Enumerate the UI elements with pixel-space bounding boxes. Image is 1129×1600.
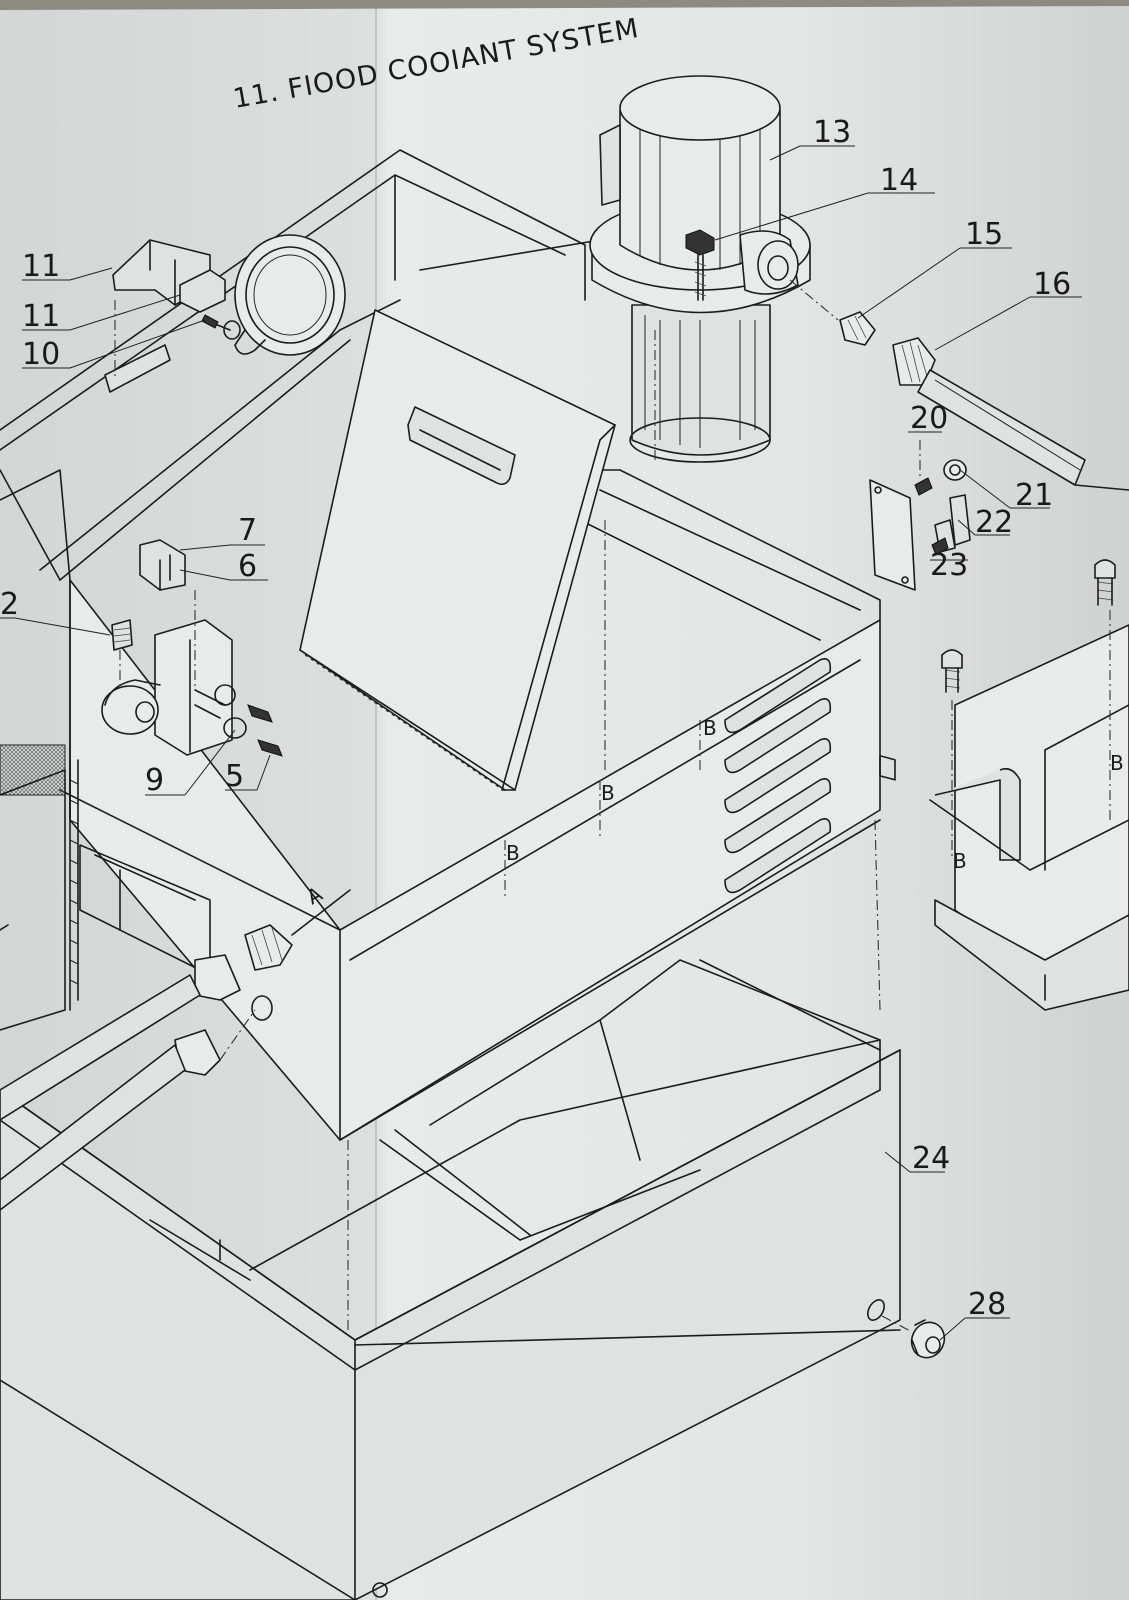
alignment-markers: [347, 720, 881, 1330]
callout-24: 24: [912, 1141, 950, 1176]
ref-letter-b-5: B: [1110, 751, 1124, 775]
coolant-hoses: [0, 889, 351, 1211]
callout-28: 28: [968, 1287, 1006, 1322]
callout-10: 10: [22, 337, 60, 372]
callout-2: 2: [0, 587, 19, 622]
callout-6: 6: [238, 549, 257, 584]
switch-plate-assembly: [869, 440, 971, 781]
callout-22: 22: [975, 505, 1013, 540]
callout-9: 9: [145, 763, 164, 798]
callout-5: 5: [225, 759, 244, 794]
ref-letter-b-3: B: [703, 716, 717, 740]
callout-11-lower: 11: [22, 299, 60, 334]
ref-letter-b-4: B: [953, 849, 967, 873]
lamp-and-clamp: [104, 234, 346, 393]
paper-shadow-top: [0, 0, 1129, 10]
callout-11-top: 11: [22, 249, 60, 284]
ref-letter-b-1: B: [506, 841, 520, 865]
louver-vents: [724, 658, 832, 894]
drain-plug-28: [867, 1299, 946, 1359]
filter-mesh: [0, 744, 66, 796]
callout-23: 23: [930, 548, 968, 583]
splash-guard-panel: [299, 309, 616, 791]
coolant-pump-13: [589, 75, 811, 770]
callout-13: 13: [813, 115, 851, 150]
callout-14: 14: [880, 163, 918, 198]
callout-15: 15: [965, 217, 1003, 252]
coolant-nozzle-bracket: [101, 539, 283, 757]
fitting-15-and-hose-16: [789, 279, 1129, 491]
callout-21: 21: [1015, 478, 1053, 513]
callout-20: 20: [910, 401, 948, 436]
upper-chip-pan: [0, 469, 881, 1141]
callout-7: 7: [238, 513, 257, 548]
ref-letter-b-2: B: [601, 781, 615, 805]
motor-mount-bracket: [929, 559, 1129, 1011]
coolant-tank-24: [0, 959, 901, 1600]
callout-16: 16: [1033, 267, 1071, 302]
leader-lines: [0, 145, 1082, 1341]
